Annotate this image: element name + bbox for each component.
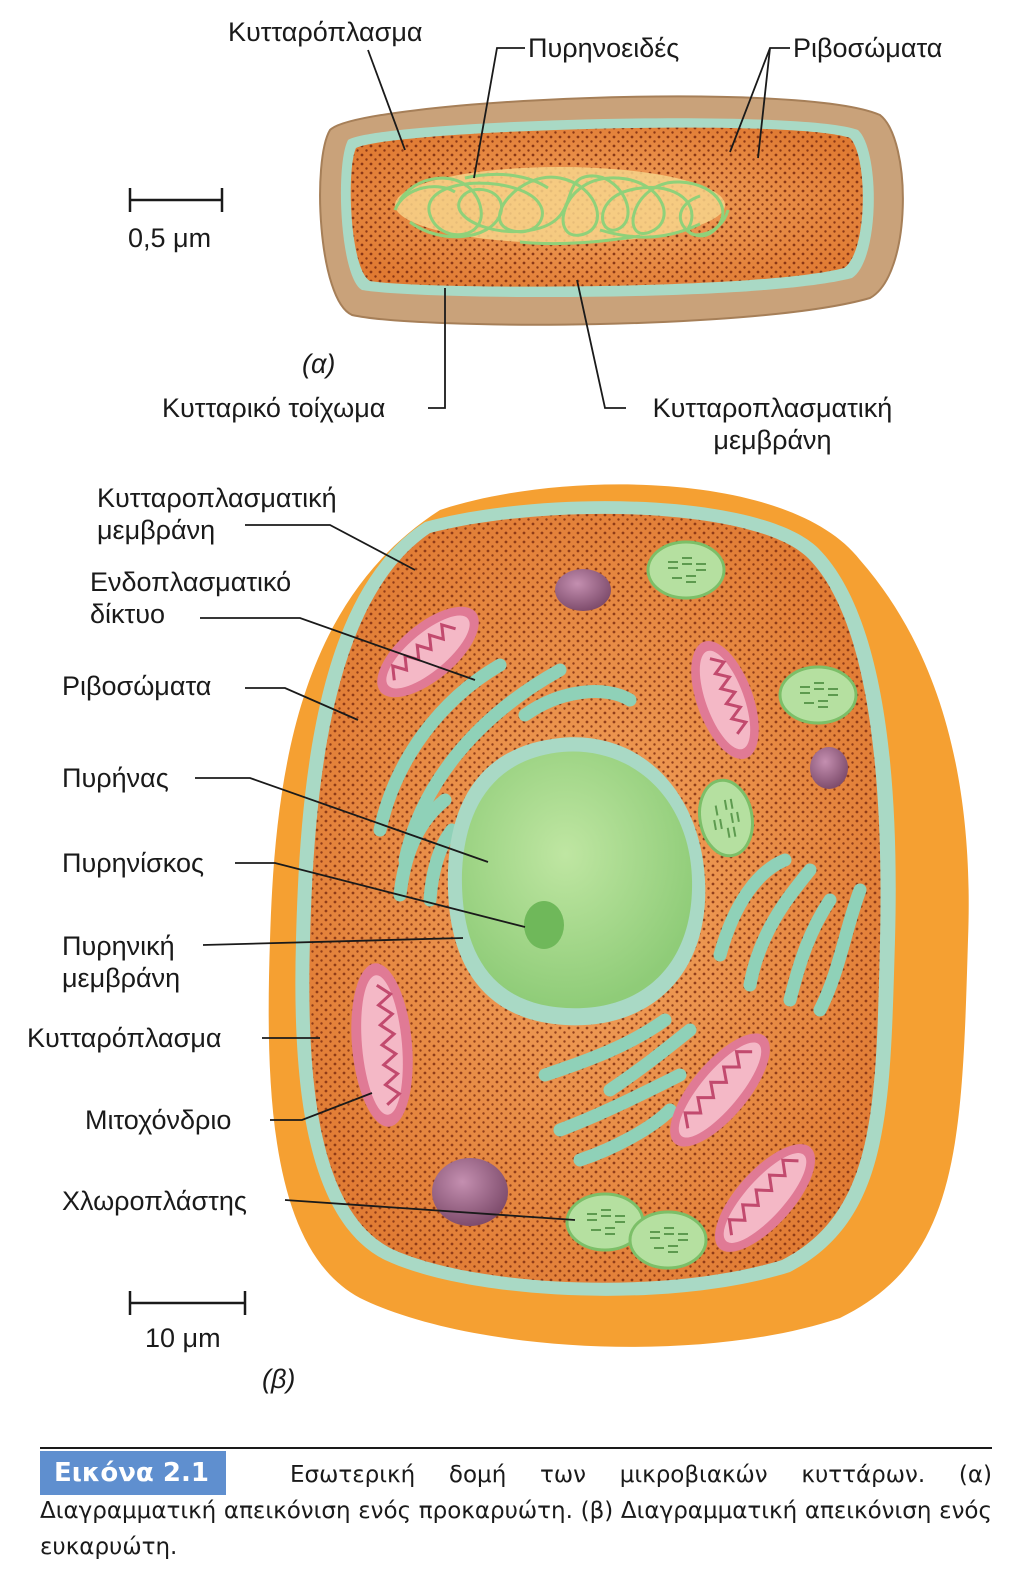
label-nuclear-membrane: Πυρηνική μεμβράνη: [62, 930, 222, 994]
label-nucleoid: Πυρηνοειδές: [528, 32, 679, 64]
label-part-a: (α): [302, 348, 335, 380]
nucleolus: [524, 901, 564, 949]
label-ribosomes-b: Ριβοσώματα: [62, 670, 211, 702]
scale-bar-b: [130, 1291, 245, 1315]
caption-rule: [40, 1447, 992, 1449]
nucleoid: [395, 167, 728, 244]
eukaryote-cell: [269, 484, 969, 1346]
label-cell-wall: Κυτταρικό τοίχωμα: [162, 392, 385, 424]
label-chloroplast: Χλωροπλάστης: [62, 1185, 247, 1217]
label-membrane-b: Κυτταροπλασματική μεμβράνη: [97, 482, 397, 546]
label-mitochondrion: Μιτοχόνδριο: [85, 1104, 231, 1136]
prokaryote-cell: [320, 96, 903, 324]
label-scale-b: 10 μm: [145, 1322, 221, 1354]
label-er: Ενδοπλασματικό δίκτυο: [90, 566, 330, 630]
figure-caption: Εσωτερική δομή των μικροβιακών κυττάρων.…: [40, 1447, 992, 1587]
label-cytoplasm-b: Κυτταρόπλασμα: [27, 1022, 221, 1054]
label-membrane-a: Κυτταροπλασματική μεμβράνη: [630, 392, 915, 456]
scale-bar-a: [130, 188, 222, 212]
label-part-b: (β): [262, 1363, 295, 1395]
label-cytoplasm-a: Κυτταρόπλασμα: [228, 16, 422, 48]
label-nucleolus: Πυρηνίσκος: [62, 847, 204, 879]
figure-badge: Εικόνα 2.1: [40, 1451, 226, 1495]
label-nucleus: Πυρήνας: [62, 762, 169, 794]
label-scale-a: 0,5 μm: [128, 222, 211, 254]
cell-diagram: [0, 0, 1024, 1440]
label-ribosomes-a: Ριβοσώματα: [793, 32, 942, 64]
nucleus: [448, 737, 705, 1025]
